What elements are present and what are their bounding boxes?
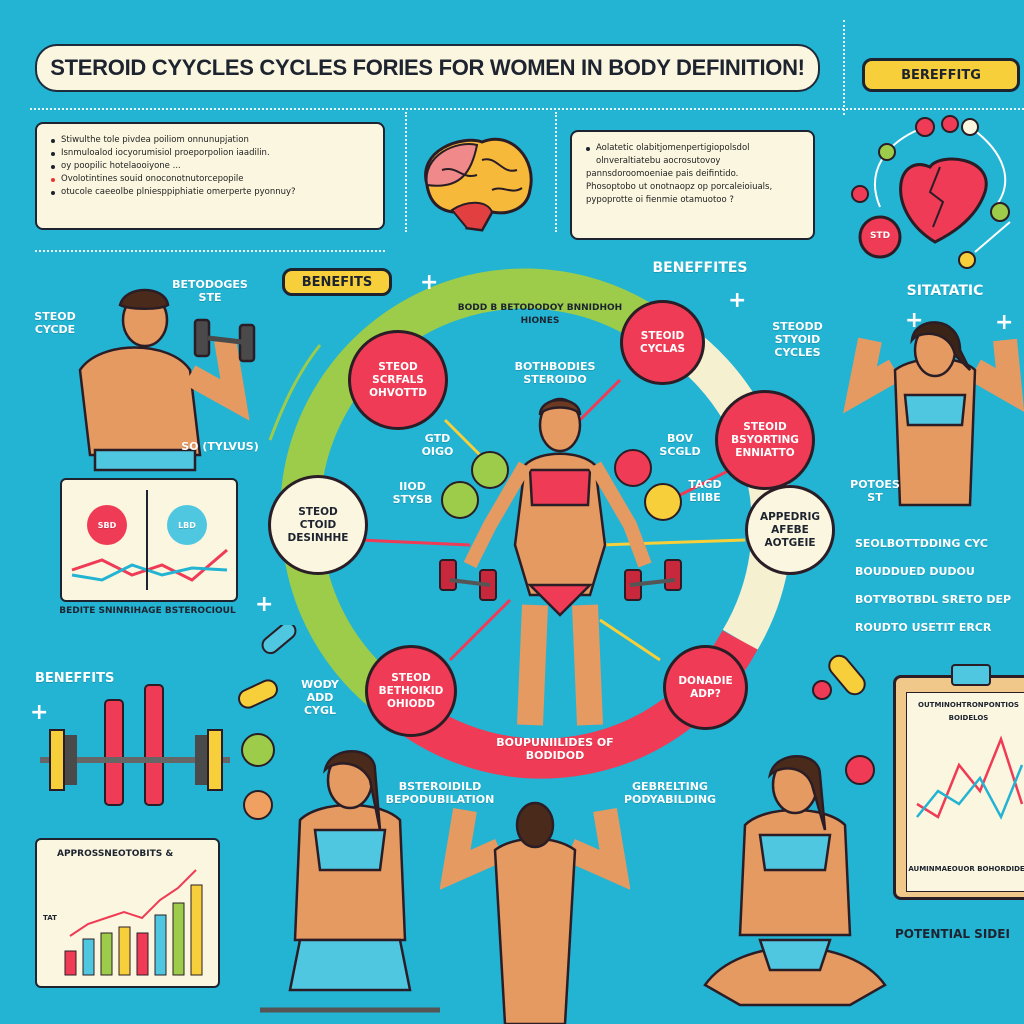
- plus-icon: +: [905, 308, 924, 333]
- page-title: STEROID CYYCLES CYCLES FORIES FOR WOMEN …: [35, 44, 820, 92]
- bar-chart-title: APPROSSNEOTOBITS &: [57, 849, 174, 859]
- divider: [405, 112, 407, 232]
- text-line: ROUDTO USETIT ERCR: [855, 621, 992, 634]
- chart-line-red: [916, 735, 1024, 819]
- bar-chart-box: APPROSSNEOTOBITS & TAT: [35, 838, 220, 988]
- label: GTD OIGO: [421, 432, 454, 458]
- info-item: pypoprotte oi fienmie otamuotoo ?: [586, 195, 734, 205]
- bar: [190, 884, 203, 976]
- capsule-decoration: [812, 654, 875, 785]
- label: STEOD CYCDE: [34, 310, 76, 336]
- graph-caption: BEDITE SNINRIHAGE BSTEROCIOUL: [59, 606, 236, 616]
- arc-label: BODD B BETODODOY BNNIDHOH HIONES: [457, 303, 623, 326]
- label: BSTEROIDILD BEPODUBILATION: [385, 780, 495, 806]
- man-back-flexing-figure: [440, 801, 630, 1024]
- heart-node-label: STD: [869, 231, 891, 241]
- benefits-badge-top: BEREFFITG: [862, 58, 1020, 92]
- heart-network-diagram: [851, 115, 1011, 269]
- info-box-left: Stiwulthe tole pivdea poiliom onnunupjat…: [35, 122, 385, 230]
- divider: [843, 20, 845, 115]
- cycle-node-cream: STEOD CTOID DESINHHE: [268, 475, 368, 575]
- brain-icon: [424, 137, 533, 232]
- divider: [35, 250, 385, 252]
- female-bodybuilder-figure: [439, 397, 682, 726]
- chart-line-teal: [916, 764, 1024, 820]
- info-item: otucole caeeolbe plniesppiphiatie omerpe…: [51, 186, 369, 199]
- cycle-graph: [71, 490, 228, 590]
- label: BOV SCGLD: [659, 432, 701, 458]
- center-label: BOTHBODIES STEROIDO: [514, 360, 596, 386]
- cycle-node-red: STEOID CYCLAS: [620, 300, 705, 385]
- benefits-heading-left: BENEFFITS: [35, 671, 115, 686]
- cycle-node-red: STEOD SCRFALS OHVOTTD: [348, 330, 448, 430]
- label: SO (TYLVUS): [181, 440, 259, 453]
- cycle-graph-box: SBD LBD: [60, 478, 238, 602]
- label: WODY ADD CYGL: [301, 678, 339, 717]
- plus-icon: +: [995, 310, 1014, 335]
- clipboard-line-chart: [916, 735, 1024, 820]
- divider: [30, 108, 1024, 110]
- bar: [100, 932, 113, 976]
- plus-icon: +: [30, 700, 49, 725]
- text-line: SEOLBOTTDDING CYC: [855, 537, 988, 550]
- mini-circle-label: LBD: [178, 521, 196, 530]
- label: SITATATIC: [906, 283, 984, 299]
- info-item: Stiwulthe tole pivdea poiliom onnunupjat…: [51, 134, 369, 147]
- potential-side-effects: POTENTIAL SIDEI: [895, 927, 1010, 941]
- mini-circle-label: SBD: [97, 521, 117, 530]
- woman-seated-figure: [703, 755, 887, 1007]
- bar: [154, 914, 167, 976]
- clipboard-clip: [951, 664, 991, 686]
- trend-line: [69, 869, 197, 937]
- label: POTOES ST: [850, 478, 900, 504]
- info-item: Isnmuloalod iocyorumisiol proeporpolion …: [51, 147, 369, 160]
- cycle-node-red: DONADIE ADP?: [663, 645, 748, 730]
- info-item: Ovolotintines souid onoconotnutorcepopil…: [51, 173, 369, 186]
- info-item: Phosoptobo ut onotnaopz op porcaleioiual…: [586, 182, 773, 192]
- info-item: oy poopilic hotelaooiyone ...: [51, 160, 369, 173]
- label: TAGD EIIBE: [688, 478, 722, 504]
- plus-icon: +: [255, 592, 274, 617]
- label: GEBRELTING PODYABILDING: [623, 780, 717, 806]
- woman-lifting-dumbbell: [78, 288, 256, 472]
- clipboard-title: OUTMINOHTRONPONTIOS BOIDELOS: [918, 701, 1019, 722]
- label: BETODOGES STE: [172, 278, 248, 304]
- bar: [82, 938, 95, 976]
- bar: [136, 932, 149, 976]
- barbell-with-bottles: [40, 684, 230, 806]
- bar-chart-axis: TAT: [43, 914, 57, 922]
- text-line: BOUDDUED DUDOU: [855, 565, 975, 578]
- plus-icon: +: [420, 270, 439, 295]
- plus-icon: +: [728, 288, 747, 313]
- bar: [172, 902, 185, 976]
- right-text-block: SEOLBOTTDDING CYC BOUDDUED DUDOU BOTYBOT…: [855, 530, 1024, 642]
- woman-squat-figure: [260, 750, 440, 1013]
- cycle-node-red: STEOD BETHOIKID OHIODD: [365, 645, 457, 737]
- small-nodes: [441, 449, 682, 521]
- clipboard-paper: OUTMINOHTRONPONTIOS BOIDELOS AUMINMAEOUO…: [906, 692, 1024, 892]
- benefits-heading: BENEFFITES: [652, 260, 748, 276]
- info-item: Aolatetic olabitjomenpertigiopolsdol oln…: [586, 142, 799, 168]
- bar: [64, 950, 77, 976]
- divider: [555, 112, 557, 232]
- arc-bottom-label: BOUPUNIILIDES OF BODIDOD: [496, 736, 614, 762]
- label: IIOD STYSB: [392, 480, 433, 506]
- text-line: BOTYBOTBDL SRETO DEP: [855, 593, 1012, 606]
- info-item: pannsdoroomoeniae pais deifintido.: [586, 169, 739, 179]
- woman-flexing-figure: [843, 321, 1024, 507]
- clipboard-chart: OUTMINOHTRONPONTIOS BOIDELOS AUMINMAEOUO…: [893, 664, 1024, 900]
- label: STEODD STYOID CYCLES: [772, 320, 823, 359]
- clipboard-caption: AUMINMAEOUOR BOHORDIDEO: [908, 865, 1024, 873]
- bar: [118, 926, 131, 976]
- cycle-node-cream: APPEDRIG AFEBE AOTGEIE: [745, 485, 835, 575]
- info-box-right: Aolatetic olabitjomenpertigiopolsdol oln…: [570, 130, 815, 240]
- bar-chart: [64, 869, 203, 976]
- cycle-node-red: STEOID BSYORTING ENNIATTO: [715, 390, 815, 490]
- pills-decoration: [238, 625, 297, 820]
- benefits-badge: BENEFITS: [282, 268, 392, 296]
